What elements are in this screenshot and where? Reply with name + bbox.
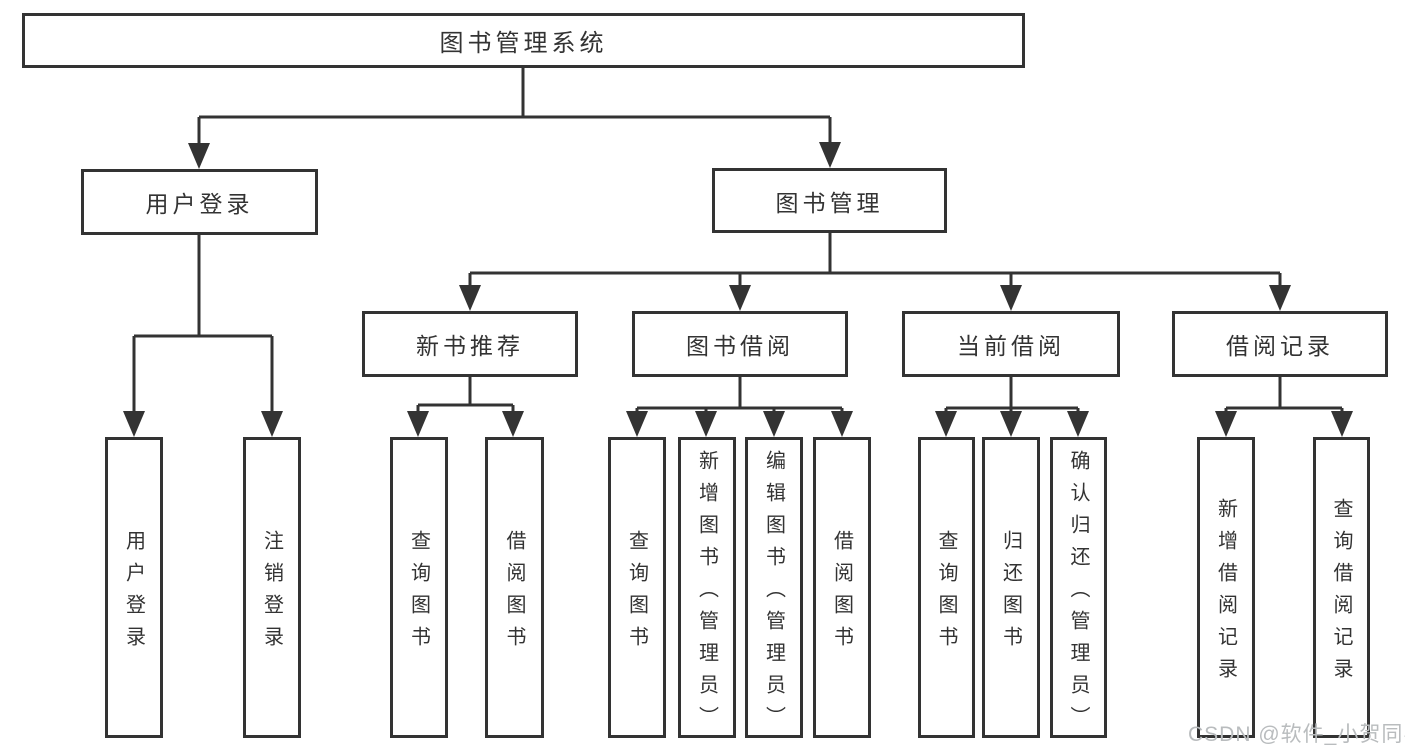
leaf-query-books-recommend: 查询图书 (390, 437, 448, 738)
node-book-borrow-label: 图书借阅 (686, 333, 794, 359)
node-current-borrow-label: 当前借阅 (957, 333, 1065, 359)
node-new-book-recommend-label: 新书推荐 (416, 333, 524, 359)
node-book-management: 图书管理 (712, 168, 947, 233)
leaf-borrow-books-label: 借阅图书 (830, 529, 853, 658)
leaf-confirm-return-admin-label: 确认归还（管理员） (1067, 449, 1089, 738)
leaf-query-books-current: 查询图书 (918, 437, 975, 738)
leaf-user-login: 用户登录 (105, 437, 163, 738)
leaf-logout-label: 注销登录 (260, 529, 283, 658)
node-current-borrow: 当前借阅 (902, 311, 1120, 377)
leaf-add-book-admin: 新增图书（管理员） (678, 437, 736, 738)
leaf-borrow-books: 借阅图书 (813, 437, 871, 738)
leaf-add-book-admin-label: 新增图书（管理员） (695, 449, 718, 738)
node-root-label: 图书管理系统 (439, 30, 608, 57)
leaf-edit-book-admin: 编辑图书（管理员） (745, 437, 803, 738)
node-new-book-recommend: 新书推荐 (362, 311, 578, 377)
leaf-borrow-books-recommend-label: 借阅图书 (503, 529, 525, 658)
leaf-return-book-label: 归还图书 (999, 529, 1022, 658)
leaf-query-borrow-record-label: 查询借阅记录 (1330, 497, 1352, 690)
leaf-add-borrow-record: 新增借阅记录 (1197, 437, 1255, 738)
leaf-edit-book-admin-label: 编辑图书（管理员） (762, 449, 785, 738)
leaf-query-books-current-label: 查询图书 (935, 529, 957, 658)
leaf-add-borrow-record-label: 新增借阅记录 (1214, 497, 1237, 690)
node-book-management-label: 图书管理 (775, 189, 884, 216)
node-user-login: 用户登录 (81, 169, 318, 235)
leaf-confirm-return-admin: 确认归还（管理员） (1050, 437, 1107, 738)
node-borrow-records-label: 借阅记录 (1226, 333, 1334, 359)
node-user-login-label: 用户登录 (145, 191, 254, 217)
leaf-borrow-books-recommend: 借阅图书 (485, 437, 544, 738)
leaf-return-book: 归还图书 (982, 437, 1040, 738)
leaf-logout: 注销登录 (243, 437, 301, 738)
leaf-query-borrow-record: 查询借阅记录 (1313, 437, 1370, 738)
leaf-query-books-borrow-label: 查询图书 (625, 529, 648, 658)
csdn-watermark: CSDN @软件_小贺同学 (1188, 723, 1405, 746)
node-root: 图书管理系统 (22, 13, 1025, 68)
leaf-query-books-recommend-label: 查询图书 (407, 529, 430, 658)
leaf-user-login-label: 用户登录 (122, 529, 145, 658)
leaf-query-books-borrow: 查询图书 (608, 437, 666, 738)
node-borrow-records: 借阅记录 (1172, 311, 1388, 377)
node-book-borrow: 图书借阅 (632, 311, 848, 377)
